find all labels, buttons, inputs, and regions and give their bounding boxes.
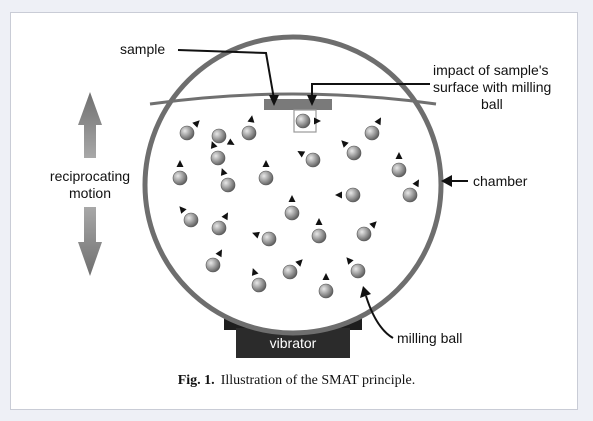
milling-ball <box>284 205 300 221</box>
milling-ball <box>211 128 227 144</box>
ball-direction-arrow-icon <box>346 257 354 265</box>
milling-ball <box>364 125 380 141</box>
milling-balls <box>172 113 419 299</box>
ball-direction-arrow-icon <box>215 249 222 258</box>
milling-ball <box>179 125 195 141</box>
impact-arrowhead-icon <box>307 95 317 106</box>
milling-ball <box>241 125 257 141</box>
figure-caption: Fig. 1. Illustration of the SMAT principl… <box>0 373 593 389</box>
ball-direction-arrow-icon <box>322 273 330 280</box>
sample-label: sample <box>120 41 165 57</box>
chamber-lid-line <box>149 92 437 106</box>
ball-direction-arrow-icon <box>297 151 306 158</box>
reciprocating-label-line2: motion <box>69 185 111 201</box>
milling-ball <box>282 264 298 280</box>
ball-direction-arrow-icon <box>251 268 259 276</box>
milling-ball <box>295 113 311 129</box>
impact-label-line3: ball <box>481 96 503 112</box>
chamber-arrowhead-icon <box>441 175 452 187</box>
milling-ball-label: milling ball <box>397 330 462 346</box>
milling-ball <box>356 226 372 242</box>
milling-ball <box>311 228 327 244</box>
milling-ball <box>183 212 199 228</box>
caption-text: Illustration of the SMAT principle. <box>220 373 416 388</box>
sample-arrowhead-icon <box>269 95 279 106</box>
caption-label: Fig. 1. <box>177 373 215 388</box>
milling-ball <box>346 145 362 161</box>
milling-ball <box>258 170 274 186</box>
chamber-outline <box>142 34 444 336</box>
milling-ball <box>172 170 188 186</box>
milling-ball <box>205 257 221 273</box>
ball-direction-arrow-icon <box>247 115 255 123</box>
milling-ball <box>402 187 418 203</box>
sample-leader-line <box>177 49 275 100</box>
ball-direction-arrow-icon <box>395 152 403 159</box>
ball-direction-arrow-icon <box>262 160 270 167</box>
milling-ball-arrowhead-icon <box>360 286 371 298</box>
sample-plate <box>264 99 332 110</box>
ball-direction-arrow-icon <box>220 168 228 176</box>
chamber-label: chamber <box>473 173 528 189</box>
up-arrow-icon <box>78 92 102 158</box>
milling-ball <box>220 177 236 193</box>
milling-ball <box>318 283 334 299</box>
ball-direction-arrow-icon <box>192 120 200 128</box>
impact-label-line2: surface with milling <box>433 79 551 95</box>
milling-ball <box>211 220 227 236</box>
ball-direction-arrow-icon <box>221 212 228 221</box>
ball-direction-arrow-icon <box>210 141 218 149</box>
ball-direction-arrow-icon <box>315 218 323 225</box>
milling-ball-leader-line <box>365 295 394 339</box>
milling-ball <box>210 150 226 166</box>
ball-direction-arrow-icon <box>252 231 260 239</box>
ball-direction-arrow-icon <box>374 117 381 126</box>
ball-direction-arrow-icon <box>226 138 235 145</box>
ball-direction-arrow-icon <box>335 191 342 199</box>
milling-ball <box>251 277 267 293</box>
impact-label-line1: impact of sample's <box>433 62 549 78</box>
impact-leader-line <box>311 83 430 101</box>
reciprocating-arrows <box>78 92 102 276</box>
ball-direction-arrow-icon <box>341 140 349 148</box>
ball-direction-arrow-icon <box>412 179 419 188</box>
milling-ball <box>261 231 277 247</box>
milling-ball <box>345 187 361 203</box>
ball-direction-arrow-icon <box>288 195 296 202</box>
milling-ball <box>305 152 321 168</box>
ball-direction-arrow-icon <box>369 221 377 229</box>
milling-ball <box>391 162 407 178</box>
vibrator-label: vibrator <box>270 335 317 351</box>
ball-direction-arrow-icon <box>179 206 187 214</box>
milling-ball <box>350 263 366 279</box>
reciprocating-label-line1: reciprocating <box>50 168 130 184</box>
ball-direction-arrow-icon <box>176 160 184 167</box>
ball-direction-arrow-icon <box>314 117 321 125</box>
ball-direction-arrow-icon <box>295 259 303 267</box>
down-arrow-icon <box>78 207 102 276</box>
